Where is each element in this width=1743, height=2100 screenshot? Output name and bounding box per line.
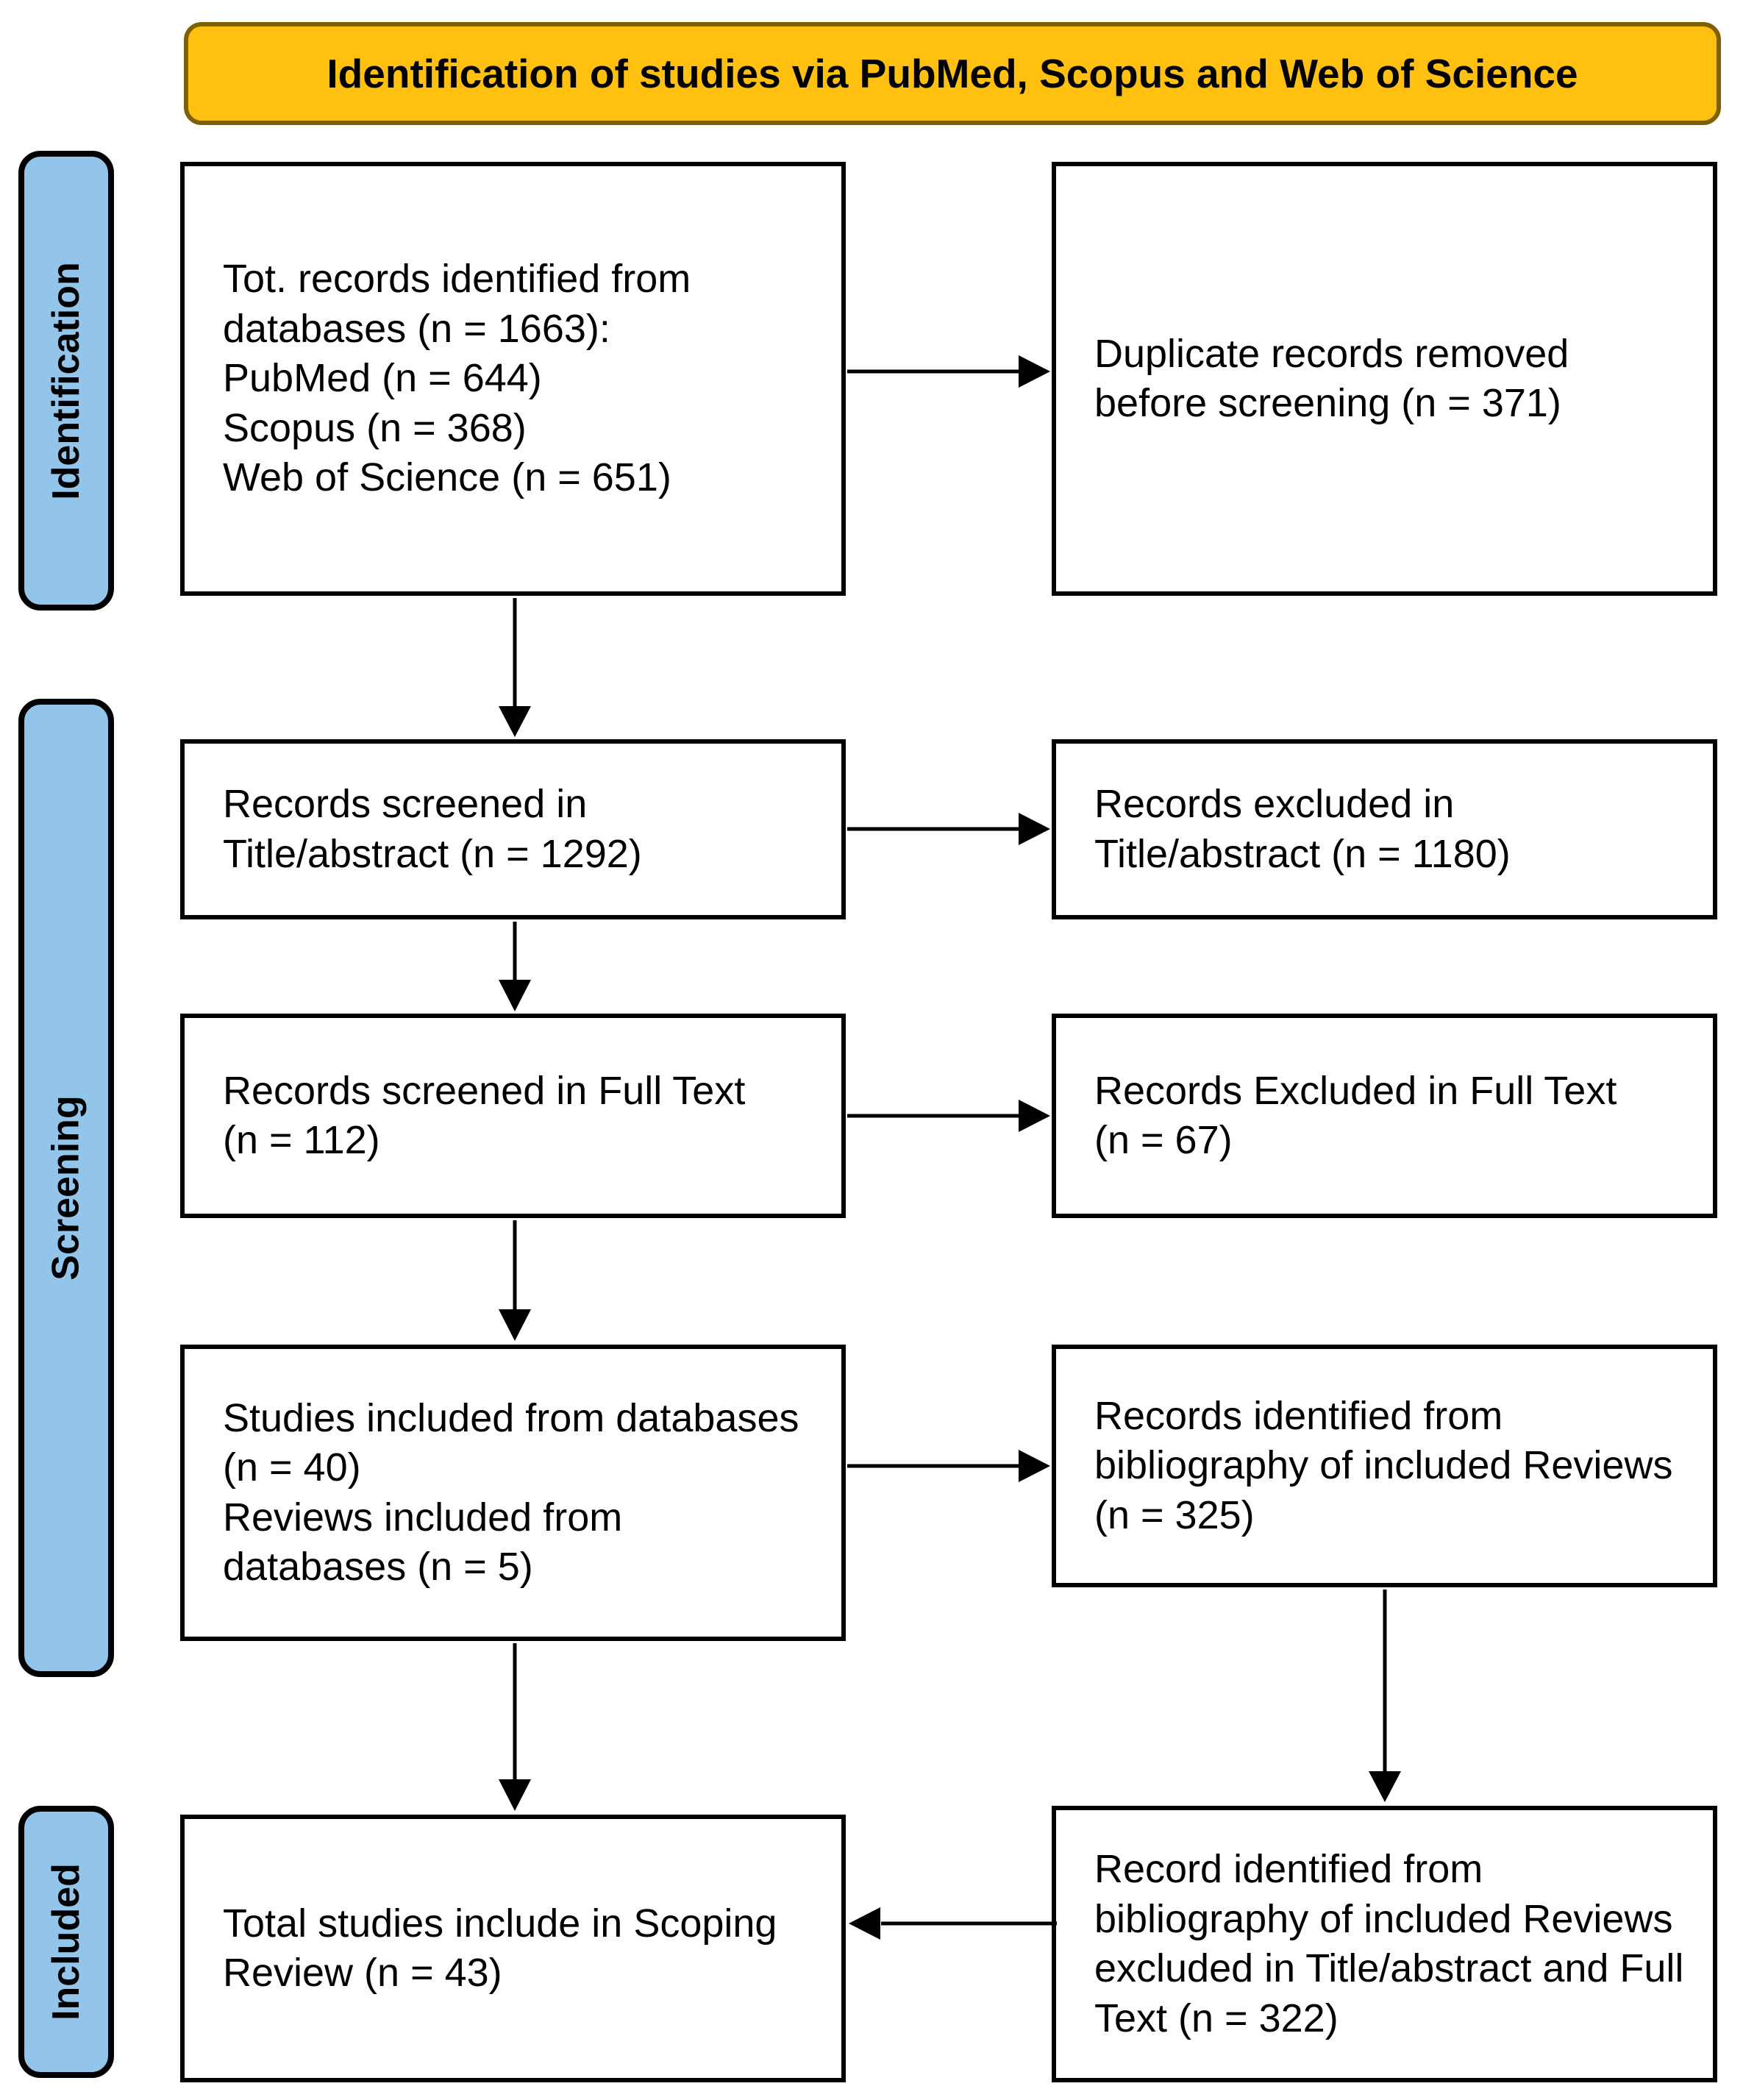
box-excluded-title-abstract: Records excluded in Title/abstract (n = … bbox=[1052, 739, 1717, 919]
box-duplicates-removed: Duplicate records removed before screeni… bbox=[1052, 162, 1717, 596]
stage-label-screening-text: Screening bbox=[45, 1095, 88, 1281]
title-banner: Identification of studies via PubMed, Sc… bbox=[184, 22, 1721, 125]
box-bibliography-excluded: Record identified from bibliography of i… bbox=[1052, 1806, 1717, 2082]
arrow-screened-to-excluded-title bbox=[847, 813, 1050, 845]
box-bibliography-identified-text: Records identified from bibliography of … bbox=[1094, 1393, 1673, 1537]
stage-label-included-text: Included bbox=[45, 1863, 88, 2021]
arrow-fulltext-to-excluded-fulltext bbox=[847, 1100, 1050, 1132]
box-records-identified-text: Tot. records identified from databases (… bbox=[223, 257, 691, 500]
arrow-included-to-total bbox=[499, 1643, 531, 1811]
stage-label-included: Included bbox=[18, 1806, 114, 2078]
stage-label-identification-text: Identification bbox=[45, 261, 88, 500]
box-screened-full-text: Records screened in Full Text (n = 112) bbox=[180, 1014, 846, 1218]
arrow-screened-to-fulltext bbox=[499, 922, 531, 1011]
box-excluded-title-abstract-text: Records excluded in Title/abstract (n = … bbox=[1094, 782, 1511, 876]
box-bibliography-identified: Records identified from bibliography of … bbox=[1052, 1345, 1717, 1587]
stage-label-screening: Screening bbox=[18, 699, 114, 1677]
box-total-included-text: Total studies include in Scoping Review … bbox=[223, 1901, 777, 1996]
arrow-bibliography-to-excluded bbox=[1369, 1590, 1401, 1802]
box-included-from-databases: Studies included from databases (n = 40)… bbox=[180, 1345, 846, 1641]
box-records-identified: Tot. records identified from databases (… bbox=[180, 162, 846, 596]
stage-label-identification: Identification bbox=[18, 151, 114, 611]
arrow-bibliography-excluded-to-total bbox=[849, 1907, 1057, 1940]
arrow-identified-to-duplicates bbox=[847, 355, 1050, 388]
arrow-identified-to-screened bbox=[499, 598, 531, 737]
title-banner-text: Identification of studies via PubMed, Sc… bbox=[327, 51, 1578, 96]
box-included-from-databases-text: Studies included from databases (n = 40)… bbox=[223, 1395, 799, 1590]
box-total-included: Total studies include in Scoping Review … bbox=[180, 1815, 846, 2082]
arrow-fulltext-to-included bbox=[499, 1220, 531, 1341]
box-screened-title-abstract: Records screened in Title/abstract (n = … bbox=[180, 739, 846, 919]
box-excluded-full-text-text: Records Excluded in Full Text (n = 67) bbox=[1094, 1068, 1617, 1163]
box-duplicates-removed-text: Duplicate records removed before screeni… bbox=[1094, 331, 1569, 426]
box-excluded-full-text: Records Excluded in Full Text (n = 67) bbox=[1052, 1014, 1717, 1218]
box-screened-full-text-text: Records screened in Full Text (n = 112) bbox=[223, 1068, 746, 1163]
box-screened-title-abstract-text: Records screened in Title/abstract (n = … bbox=[223, 782, 642, 876]
arrow-included-to-bibliography bbox=[847, 1450, 1050, 1482]
box-bibliography-excluded-text: Record identified from bibliography of i… bbox=[1094, 1847, 1684, 2040]
